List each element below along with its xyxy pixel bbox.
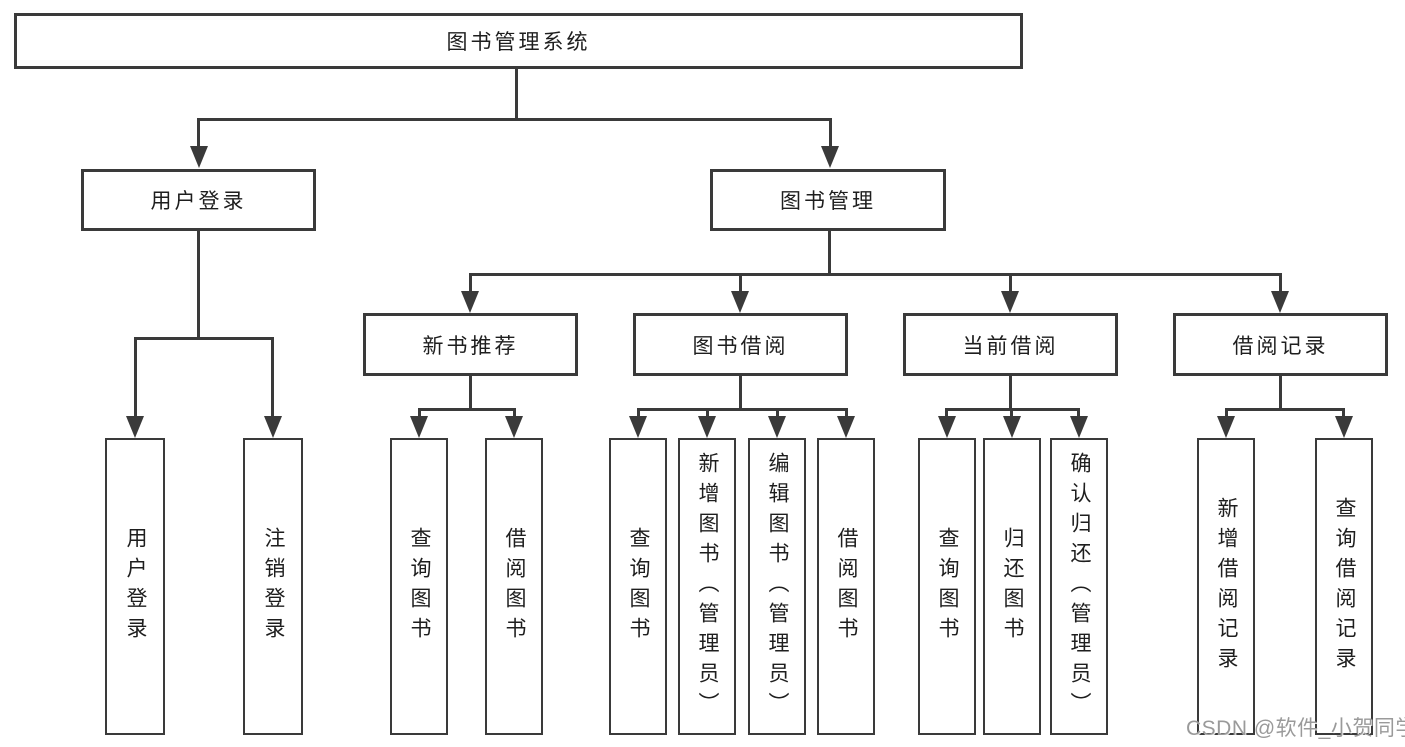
node-book-borrowing: 图书借阅 xyxy=(633,313,848,376)
connector-recommend-stub xyxy=(469,376,472,408)
arrowhead-down-icon xyxy=(505,416,523,438)
leaf-records-query-borrow-record: 查询借阅记录 xyxy=(1315,438,1373,735)
node-new-book-recommendation: 新书推荐 xyxy=(363,313,578,376)
leaf-logout-login: 注销登录 xyxy=(243,438,303,735)
leaf-borrowing-query-books: 查询图书 xyxy=(609,438,667,735)
arrowhead-down-icon xyxy=(264,416,282,438)
connector-book-mgmt-split xyxy=(469,273,1282,276)
connector-user-login-split xyxy=(134,337,274,340)
connector-current-stem-2 xyxy=(1010,408,1013,418)
connector-user-login-stub xyxy=(197,231,200,337)
leaf-current-return-books: 归还图书 xyxy=(983,438,1041,735)
arrowhead-down-icon xyxy=(461,291,479,313)
connector-root-stem-left xyxy=(197,118,200,149)
connector-current-stem-3 xyxy=(1077,408,1080,418)
connector-book-mgmt-stem-3 xyxy=(1009,273,1012,293)
arrowhead-down-icon xyxy=(1001,291,1019,313)
arrowhead-down-icon xyxy=(126,416,144,438)
csdn-watermark: CSDN @软件_小贺同学 xyxy=(1186,717,1405,740)
connector-recommend-stem-1 xyxy=(418,408,421,418)
connector-book-mgmt-stem-4 xyxy=(1279,273,1282,293)
node-user-login: 用户登录 xyxy=(81,169,316,231)
leaf-user-login: 用户登录 xyxy=(105,438,165,735)
arrowhead-down-icon xyxy=(1217,416,1235,438)
arrowhead-down-icon xyxy=(821,146,839,168)
arrowhead-down-icon xyxy=(837,416,855,438)
connector-records-stub xyxy=(1279,376,1282,408)
leaf-current-confirm-return-admin: 确认归还（管理员） xyxy=(1050,438,1108,735)
connector-root-stub xyxy=(515,69,518,118)
connector-borrowing-stem-4 xyxy=(845,408,848,418)
arrowhead-down-icon xyxy=(731,291,749,313)
leaf-recommend-query-books: 查询图书 xyxy=(390,438,448,735)
connector-borrowing-stem-2 xyxy=(706,408,709,418)
arrowhead-down-icon xyxy=(698,416,716,438)
arrowhead-down-icon xyxy=(1335,416,1353,438)
leaf-records-add-borrow-record: 新增借阅记录 xyxy=(1197,438,1255,735)
node-library-system: 图书管理系统 xyxy=(14,13,1023,69)
connector-borrowing-stub xyxy=(739,376,742,408)
leaf-recommend-borrow-books: 借阅图书 xyxy=(485,438,543,735)
connector-borrowing-stem-1 xyxy=(637,408,640,418)
arrowhead-down-icon xyxy=(190,146,208,168)
leaf-borrowing-borrow-books: 借阅图书 xyxy=(817,438,875,735)
connector-book-mgmt-stub xyxy=(828,231,831,273)
arrowhead-down-icon xyxy=(938,416,956,438)
arrowhead-down-icon xyxy=(410,416,428,438)
arrowhead-down-icon xyxy=(1003,416,1021,438)
leaf-current-query-books: 查询图书 xyxy=(918,438,976,735)
connector-borrowing-stem-3 xyxy=(776,408,779,418)
connector-user-login-stem-left xyxy=(134,337,137,418)
node-book-management: 图书管理 xyxy=(710,169,946,231)
arrowhead-down-icon xyxy=(768,416,786,438)
connector-book-mgmt-stem-2 xyxy=(739,273,742,293)
leaf-borrowing-add-books-admin: 新增图书（管理员） xyxy=(678,438,736,735)
connector-book-mgmt-stem-1 xyxy=(469,273,472,293)
connector-current-stub xyxy=(1009,376,1012,408)
connector-recommend-split xyxy=(418,408,516,411)
node-borrowing-records: 借阅记录 xyxy=(1173,313,1388,376)
connector-root-split xyxy=(197,118,832,121)
connector-records-stem-1 xyxy=(1225,408,1228,418)
connector-user-login-stem-right xyxy=(271,337,274,418)
arrowhead-down-icon xyxy=(1271,291,1289,313)
connector-recommend-stem-2 xyxy=(513,408,516,418)
node-current-borrowing: 当前借阅 xyxy=(903,313,1118,376)
arrowhead-down-icon xyxy=(1070,416,1088,438)
arrowhead-down-icon xyxy=(629,416,647,438)
connector-records-stem-2 xyxy=(1342,408,1345,418)
connector-current-stem-1 xyxy=(945,408,948,418)
leaf-borrowing-edit-books-admin: 编辑图书（管理员） xyxy=(748,438,806,735)
connector-records-split xyxy=(1225,408,1345,411)
connector-root-stem-right xyxy=(829,118,832,149)
connector-borrowing-split xyxy=(637,408,847,411)
